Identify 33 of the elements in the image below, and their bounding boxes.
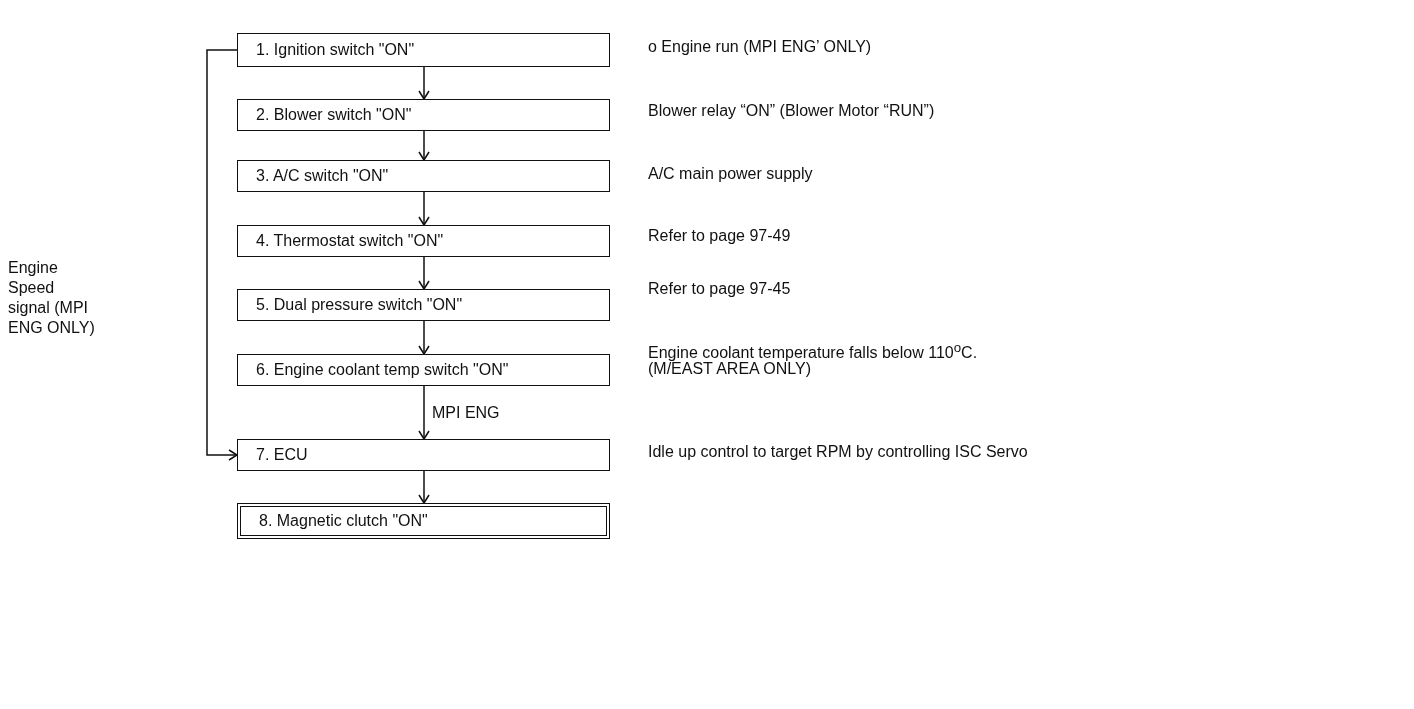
step-text: 8. Magnetic clutch "ON" (259, 512, 428, 530)
step-text: 1. Ignition switch "ON" (256, 41, 415, 59)
arrow (418, 320, 430, 355)
step-text: 3. A/C switch "ON" (256, 167, 389, 185)
note-text: Blower relay “ON” (Blower Motor “RUN”) (648, 102, 935, 120)
process-box (237, 503, 610, 539)
note-text: (M/EAST AREA ONLY) (648, 360, 811, 378)
arrow (418, 385, 430, 440)
process-box (237, 289, 610, 321)
arrow (418, 66, 430, 100)
process-box (237, 225, 610, 257)
process-box (237, 99, 610, 131)
step-text: 7. ECU (256, 446, 308, 464)
arrow (418, 130, 430, 161)
note-text: Engine coolant temperature falls below 110$^{o}$C. (648, 340, 978, 363)
arrow (206, 49, 238, 461)
arrow (418, 470, 430, 504)
arrow (418, 256, 430, 290)
note-text: Refer to page 97-45 (648, 280, 791, 298)
step-text: 5. Dual pressure switch "ON" (256, 296, 463, 314)
signal-label: Engine Speed signal (MPI ENG ONLY) (8, 258, 96, 338)
step-text: 4. Thermostat switch "ON" (256, 232, 444, 250)
note-text: o Engine run (MPI ENG’ ONLY) (648, 38, 872, 56)
arrow (418, 191, 430, 226)
process-box (237, 439, 610, 471)
process-box (237, 33, 610, 67)
step-text: 6. Engine coolant temp switch "ON" (256, 361, 509, 379)
note-text: Refer to page 97-49 (648, 227, 791, 245)
process-box (237, 354, 610, 386)
note-text: A/C main power supply (648, 165, 813, 183)
step-text: 2. Blower switch "ON" (256, 106, 412, 124)
note-text: Idle up control to target RPM by controlling ISC Servo (648, 443, 1028, 461)
process-box (237, 160, 610, 192)
